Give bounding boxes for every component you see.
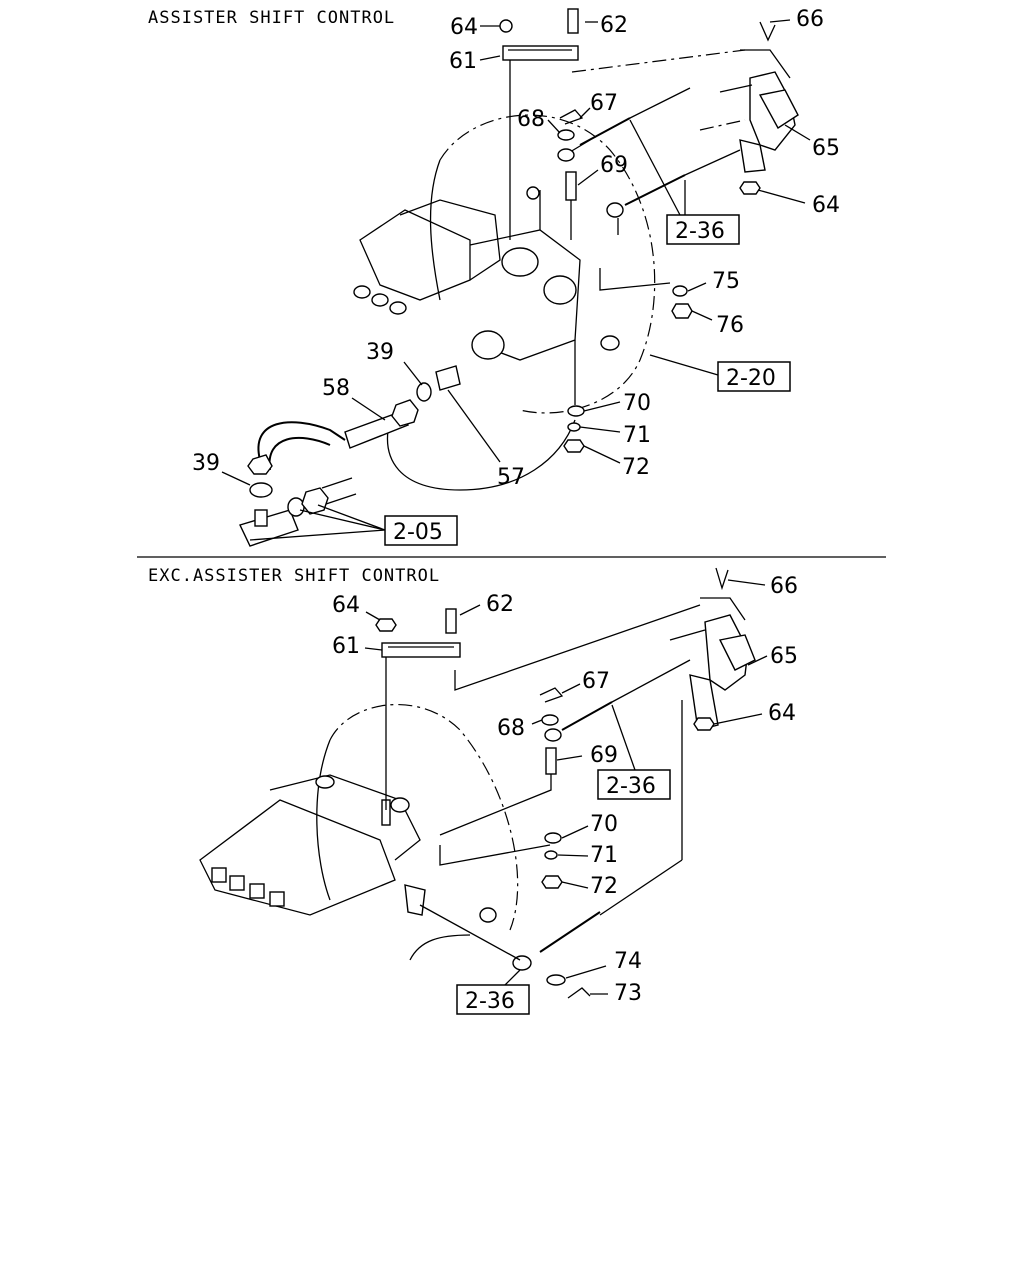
callout: 61 [332, 634, 360, 659]
callout: 64 [812, 193, 840, 218]
ref-box: 2-36 [606, 774, 656, 799]
bracket-plate [502, 45, 579, 61]
air-hose [257, 421, 346, 461]
nut [375, 618, 397, 632]
callout: 72 [622, 455, 650, 480]
shift-cable-upper [579, 117, 631, 146]
callout: 73 [614, 981, 642, 1006]
callout: 67 [590, 91, 618, 116]
gasket-washer [416, 382, 432, 402]
callout: 64 [768, 701, 796, 726]
callout: 70 [590, 812, 618, 837]
callout: 69 [600, 153, 628, 178]
nut [499, 19, 513, 33]
cable-end-eye [557, 148, 575, 162]
union-fitting [435, 365, 461, 391]
shift-cable-lower [539, 911, 601, 953]
nut [671, 303, 693, 319]
transmission-cover [199, 799, 396, 916]
shift-cable-lower [624, 174, 686, 206]
washer [541, 714, 559, 726]
callout: 66 [770, 574, 798, 599]
ref-box: 2-36 [465, 989, 515, 1014]
callout: 66 [796, 7, 824, 32]
assister-valve-body [469, 229, 581, 361]
callout: 71 [590, 843, 618, 868]
callout: 75 [712, 269, 740, 294]
callout: 72 [590, 874, 618, 899]
section-title: EXC.ASSISTER SHIFT CONTROL [148, 566, 440, 586]
section-assister-shift-control: ASSISTER SHIFT CONTROL [148, 7, 840, 547]
shift-cable-upper [561, 701, 613, 731]
nut [563, 439, 585, 453]
cable-end-eye [544, 728, 562, 742]
fitting-nut [391, 399, 419, 427]
housing-outline [329, 703, 519, 931]
callout: 69 [590, 743, 618, 768]
washer [287, 497, 305, 517]
callout: 65 [770, 644, 798, 669]
washer [544, 832, 562, 844]
ref-box: 2-20 [726, 366, 776, 391]
section-exc-assister-shift-control: EXC.ASSISTER SHIFT CONTROL [148, 566, 798, 1015]
pin-bolt [545, 747, 557, 775]
fitting-nut [247, 454, 273, 475]
callout: 58 [322, 376, 350, 401]
bracket-plate [381, 642, 461, 658]
lock-washer [567, 422, 581, 432]
callout: 68 [497, 716, 525, 741]
nut [693, 717, 715, 731]
lock-washer [544, 850, 558, 860]
leader-lines [364, 579, 768, 995]
bolt [567, 8, 579, 34]
cotter-pin [567, 987, 591, 999]
callout: 57 [497, 465, 525, 490]
nut [541, 875, 563, 889]
callout: 39 [366, 340, 394, 365]
callout: 76 [716, 313, 744, 338]
cotter-pin [539, 687, 564, 703]
washer [546, 974, 566, 986]
callout: 64 [450, 15, 478, 40]
washer [567, 405, 585, 417]
cable-end-eye [512, 955, 532, 971]
clip [715, 567, 729, 591]
cotter-pin [559, 109, 584, 125]
clip [759, 21, 776, 42]
callout: 68 [517, 107, 545, 132]
nut [739, 181, 761, 195]
ref-box: 2-05 [393, 520, 443, 545]
cable-end-eye [606, 202, 624, 218]
section-title: ASSISTER SHIFT CONTROL [148, 8, 395, 28]
callout: 71 [623, 423, 651, 448]
washer [557, 129, 575, 141]
gasket-washer [249, 482, 273, 498]
pin-bolt [565, 171, 577, 201]
transmission-body [359, 209, 471, 301]
callout: 65 [812, 136, 840, 161]
housing-outline [439, 114, 656, 414]
callout: 64 [332, 593, 360, 618]
washer [672, 285, 688, 297]
callout: 39 [192, 451, 220, 476]
callout: 70 [623, 391, 651, 416]
callout: 61 [449, 49, 477, 74]
callout: 67 [582, 669, 610, 694]
callout: 74 [614, 949, 642, 974]
ref-box: 2-36 [675, 219, 725, 244]
bolt [445, 608, 457, 634]
callout: 62 [486, 592, 514, 617]
leader-lines [221, 19, 811, 541]
nut [301, 487, 329, 515]
tee-fitting [239, 509, 299, 547]
callout: 62 [600, 13, 628, 38]
